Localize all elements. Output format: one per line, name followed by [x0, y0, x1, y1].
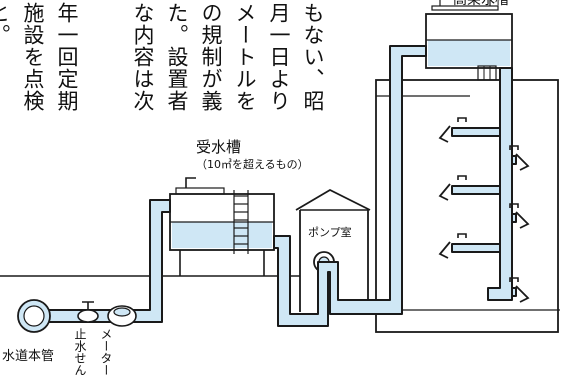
receiving-tank-note: （10㎥を超えるもの） [196, 157, 309, 171]
receiving-tank-label: 受水槽 [196, 138, 241, 156]
meter-label: メーター [99, 328, 113, 376]
stop-valve-label: 止水せん [73, 328, 87, 376]
stop-valve-icon [77, 301, 99, 323]
faucet-icon [438, 117, 501, 143]
pump-room-label: ポンプ室 [308, 225, 352, 239]
inlet-pipe [35, 199, 171, 323]
meter-icon [107, 305, 137, 327]
elevated-tank [425, 0, 513, 81]
article-column: な内容は次 [131, 2, 155, 112]
water-main-label: 水道本管 [2, 349, 54, 364]
article-column: 月一日より [267, 2, 291, 112]
faucet-icon [509, 145, 530, 171]
article-column: と。 [0, 2, 11, 46]
water-main [17, 299, 51, 333]
elevated-tank-label: 高架水槽 [453, 0, 509, 8]
pump-discharge-pipe [273, 45, 427, 327]
article-column: 施設を点検 [21, 2, 45, 112]
faucets [438, 117, 530, 303]
article-column: メートルを [233, 2, 257, 112]
faucet-icon [509, 277, 530, 303]
article-column: 年一回定期 [55, 2, 79, 112]
article-column: た。設置者 [165, 2, 189, 112]
building [375, 79, 560, 333]
article-column: もない、昭 [301, 2, 325, 112]
downfeed-pipe [487, 67, 513, 301]
faucet-icon [438, 175, 501, 201]
receiving-tank [169, 177, 275, 276]
faucet-icon [438, 233, 501, 259]
article-column: の規制が義 [199, 2, 223, 112]
article-text: もない、昭 月一日より メートルを の規制が義 た。設置者 な内容は次 年一回定… [0, 2, 325, 112]
faucet-icon [509, 203, 530, 229]
